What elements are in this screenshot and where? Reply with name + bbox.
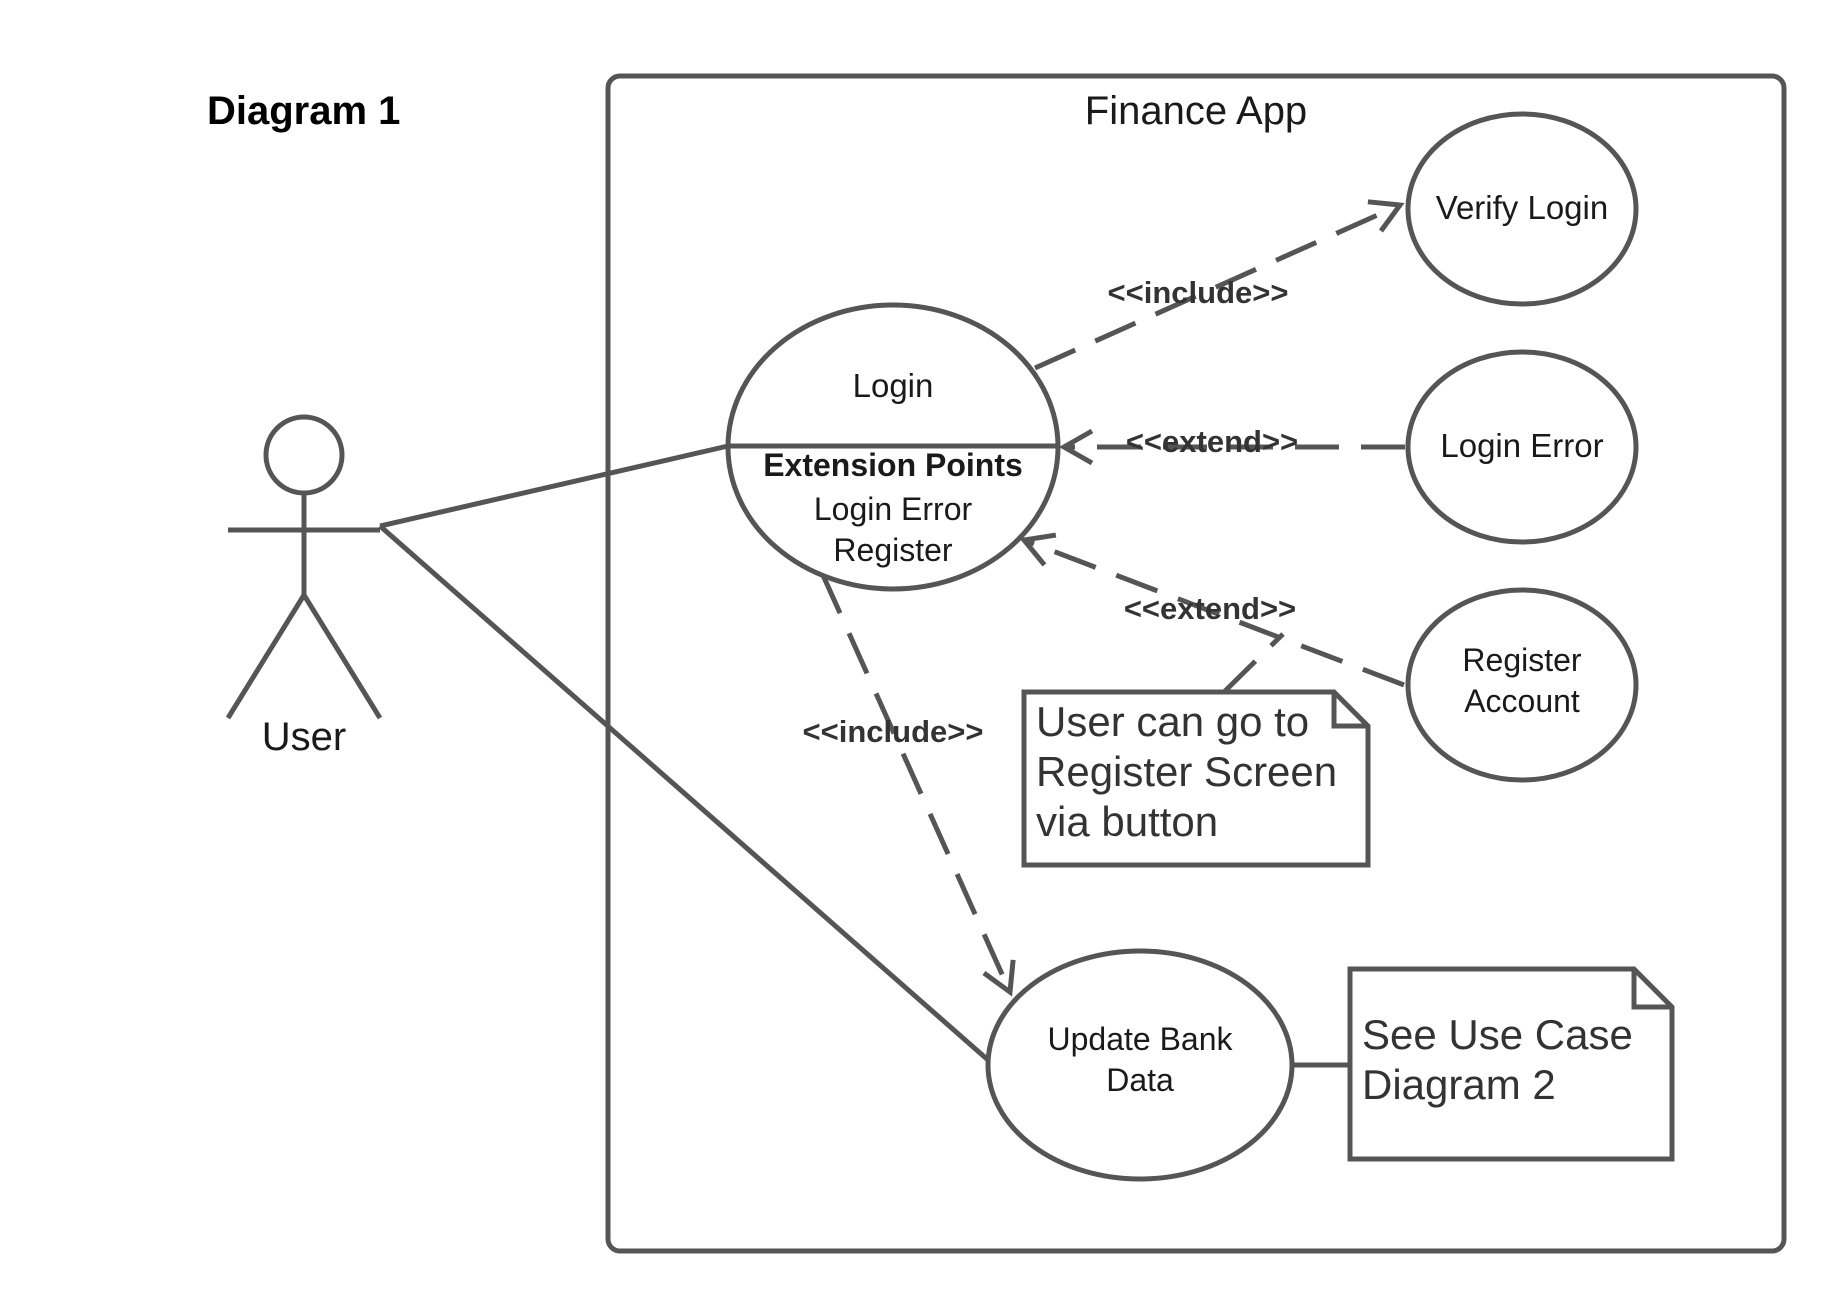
actor-label: User [262, 715, 346, 759]
include-update-bank-label: <<include>> [803, 714, 984, 749]
actor-left-leg [225, 593, 307, 720]
extension-points-heading: Extension Points [763, 447, 1023, 483]
note-register-screen[interactable]: User can go to Register Screen via butto… [1021, 689, 1371, 868]
note-diagram2-line: See Use Case [1362, 1011, 1633, 1058]
login-error-ellipse [1405, 349, 1639, 545]
use-case-register-account[interactable]: Register Account [1405, 587, 1639, 783]
login-label: Login [853, 367, 934, 404]
use-case-login[interactable]: Login Extension Points Login Error Regis… [725, 302, 1061, 592]
register-account-label-line: Account [1464, 683, 1580, 719]
extension-point-item: Register [833, 532, 953, 568]
actor-right-leg [301, 593, 383, 720]
extend-register-line[interactable] [1019, 532, 1405, 688]
update-bank-data-ellipse [985, 948, 1295, 1182]
association-user-update-bank-data[interactable] [378, 524, 990, 1062]
actor-user[interactable]: User [225, 414, 383, 759]
actor-head [263, 414, 345, 496]
note-register-fold [1331, 692, 1368, 729]
note-register-line: Register Screen [1036, 748, 1337, 795]
login-error-label: Login Error [1440, 427, 1603, 464]
use-case-verify-login[interactable]: Verify Login [1405, 111, 1639, 307]
note-register-body [1021, 689, 1371, 868]
association-user-login[interactable] [379, 443, 729, 529]
system-boundary [605, 73, 1787, 1254]
note-register-line: User can go to [1036, 698, 1309, 745]
note-diagram2-fold [1631, 969, 1672, 1010]
extension-point-item: Login Error [814, 491, 973, 527]
register-account-ellipse [1405, 587, 1639, 783]
include-update-bank-line[interactable] [819, 571, 1016, 997]
register-account-label-line: Register [1462, 642, 1582, 678]
note-diagram2-body [1347, 966, 1675, 1162]
note-diagram2-line: Diagram 2 [1362, 1061, 1556, 1108]
note-register-line: via button [1036, 798, 1218, 845]
extend-register-label: <<extend>> [1124, 591, 1296, 626]
verify-login-label: Verify Login [1436, 189, 1608, 226]
update-bank-data-label-line: Data [1106, 1062, 1174, 1098]
use-case-login-error[interactable]: Login Error [1405, 349, 1639, 545]
use-case-update-bank-data[interactable]: Update Bank Data [985, 948, 1295, 1182]
update-bank-data-label-line: Update Bank [1047, 1021, 1233, 1057]
extend-login-error-label: <<extend>> [1126, 424, 1298, 459]
include-verify-login-label: <<include>> [1108, 275, 1289, 310]
verify-login-ellipse [1405, 111, 1639, 307]
system-boundary-label: Finance App [1085, 89, 1307, 133]
diagram-title: Diagram 1 [207, 89, 400, 133]
include-verify-login-line[interactable] [1033, 199, 1405, 371]
note-anchor-register [1222, 632, 1285, 694]
note-see-diagram-2[interactable]: See Use Case Diagram 2 [1347, 966, 1675, 1162]
